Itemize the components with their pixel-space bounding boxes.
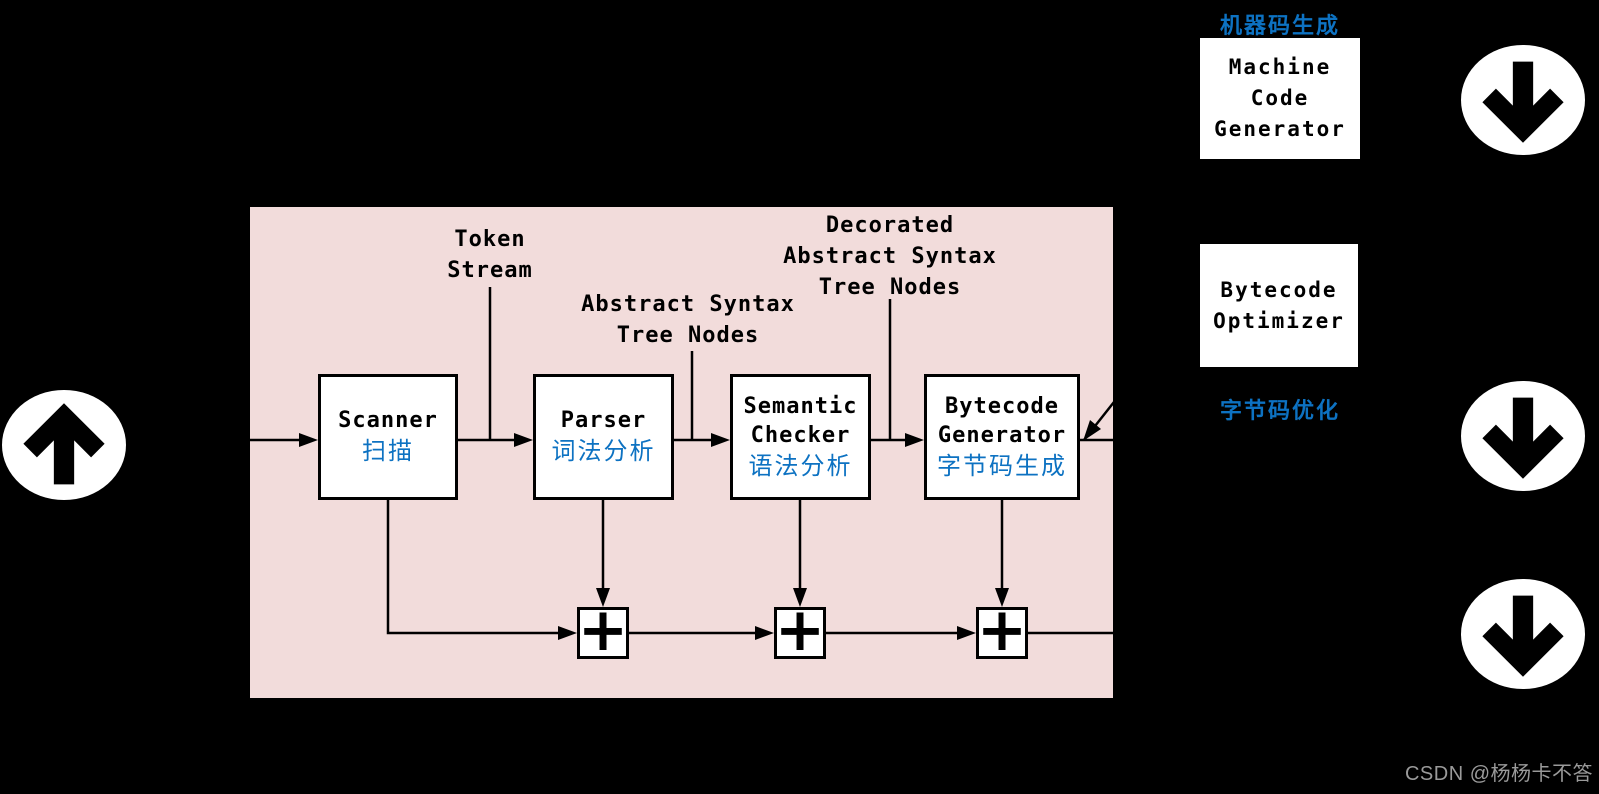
- merge-node-3: +: [976, 600, 1028, 660]
- stage-subtitle-zh: 词法分析: [551, 437, 656, 465]
- stage-title: Parser: [560, 408, 647, 433]
- bytecode-optimizer-box: Bytecode Optimizer: [1200, 244, 1358, 367]
- label-line: Token: [454, 227, 526, 252]
- plus-icon: +: [577, 595, 629, 665]
- stage-title: Generator: [937, 422, 1067, 448]
- up-arrow-button: [2, 390, 126, 500]
- label-decorated-ast-nodes: Decorated Abstract Syntax Tree Nodes: [765, 210, 1015, 303]
- stage-title: Semantic: [743, 393, 858, 419]
- down-arrow-icon: [1482, 595, 1564, 677]
- merge-node-1: +: [577, 600, 629, 660]
- label-ast-nodes: Abstract Syntax Tree Nodes: [563, 289, 813, 351]
- down-arrow-button-1: [1461, 45, 1585, 155]
- stage-box-scanner: Scanner 扫描: [318, 374, 458, 500]
- sidebox-title: Machine: [1228, 55, 1332, 79]
- stage-box-semantic-checker: Semantic Checker 语法分析: [730, 374, 871, 500]
- sidebox-title: Generator: [1214, 117, 1346, 141]
- machine-code-generator-box: Machine Code Generator: [1200, 38, 1360, 159]
- label-token-stream: Token Stream: [390, 224, 590, 286]
- stage-box-bytecode-generator: Bytecode Generator 字节码生成: [924, 374, 1080, 500]
- stage-box-parser: Parser 词法分析: [533, 374, 674, 500]
- stage-title: Checker: [750, 422, 851, 448]
- label-line: Abstract Syntax: [783, 244, 997, 269]
- stage-title: Scanner: [338, 408, 438, 433]
- sidebox-title: Code: [1250, 86, 1310, 110]
- watermark: CSDN @杨杨卡不答: [1404, 763, 1593, 785]
- plus-icon: +: [976, 595, 1028, 665]
- down-arrow-button-2: [1461, 381, 1585, 491]
- label-line: Abstract Syntax: [581, 292, 795, 317]
- plus-icon: +: [774, 595, 826, 665]
- label-line: Stream: [447, 258, 533, 283]
- label-line: Decorated: [825, 213, 955, 238]
- stage-subtitle-zh: 语法分析: [748, 451, 853, 480]
- sidebox-title: Bytecode: [1220, 277, 1338, 302]
- down-arrow-icon: [1482, 397, 1564, 479]
- up-arrow-icon: [23, 402, 105, 484]
- stage-subtitle-zh: 扫描: [362, 437, 414, 465]
- machine-code-generator-label-zh: 机器码生成: [1219, 14, 1340, 39]
- merge-node-2: +: [774, 600, 826, 660]
- down-arrow-icon: [1482, 61, 1564, 143]
- label-line: Tree Nodes: [616, 323, 760, 348]
- stage-title: Bytecode: [945, 393, 1059, 419]
- down-arrow-button-3: [1461, 579, 1585, 689]
- stage-subtitle-zh: 字节码生成: [937, 451, 1067, 480]
- bytecode-optimizer-label-zh: 字节码优化: [1219, 399, 1340, 424]
- sidebox-title: Optimizer: [1213, 308, 1345, 333]
- label-line: Tree Nodes: [818, 275, 962, 300]
